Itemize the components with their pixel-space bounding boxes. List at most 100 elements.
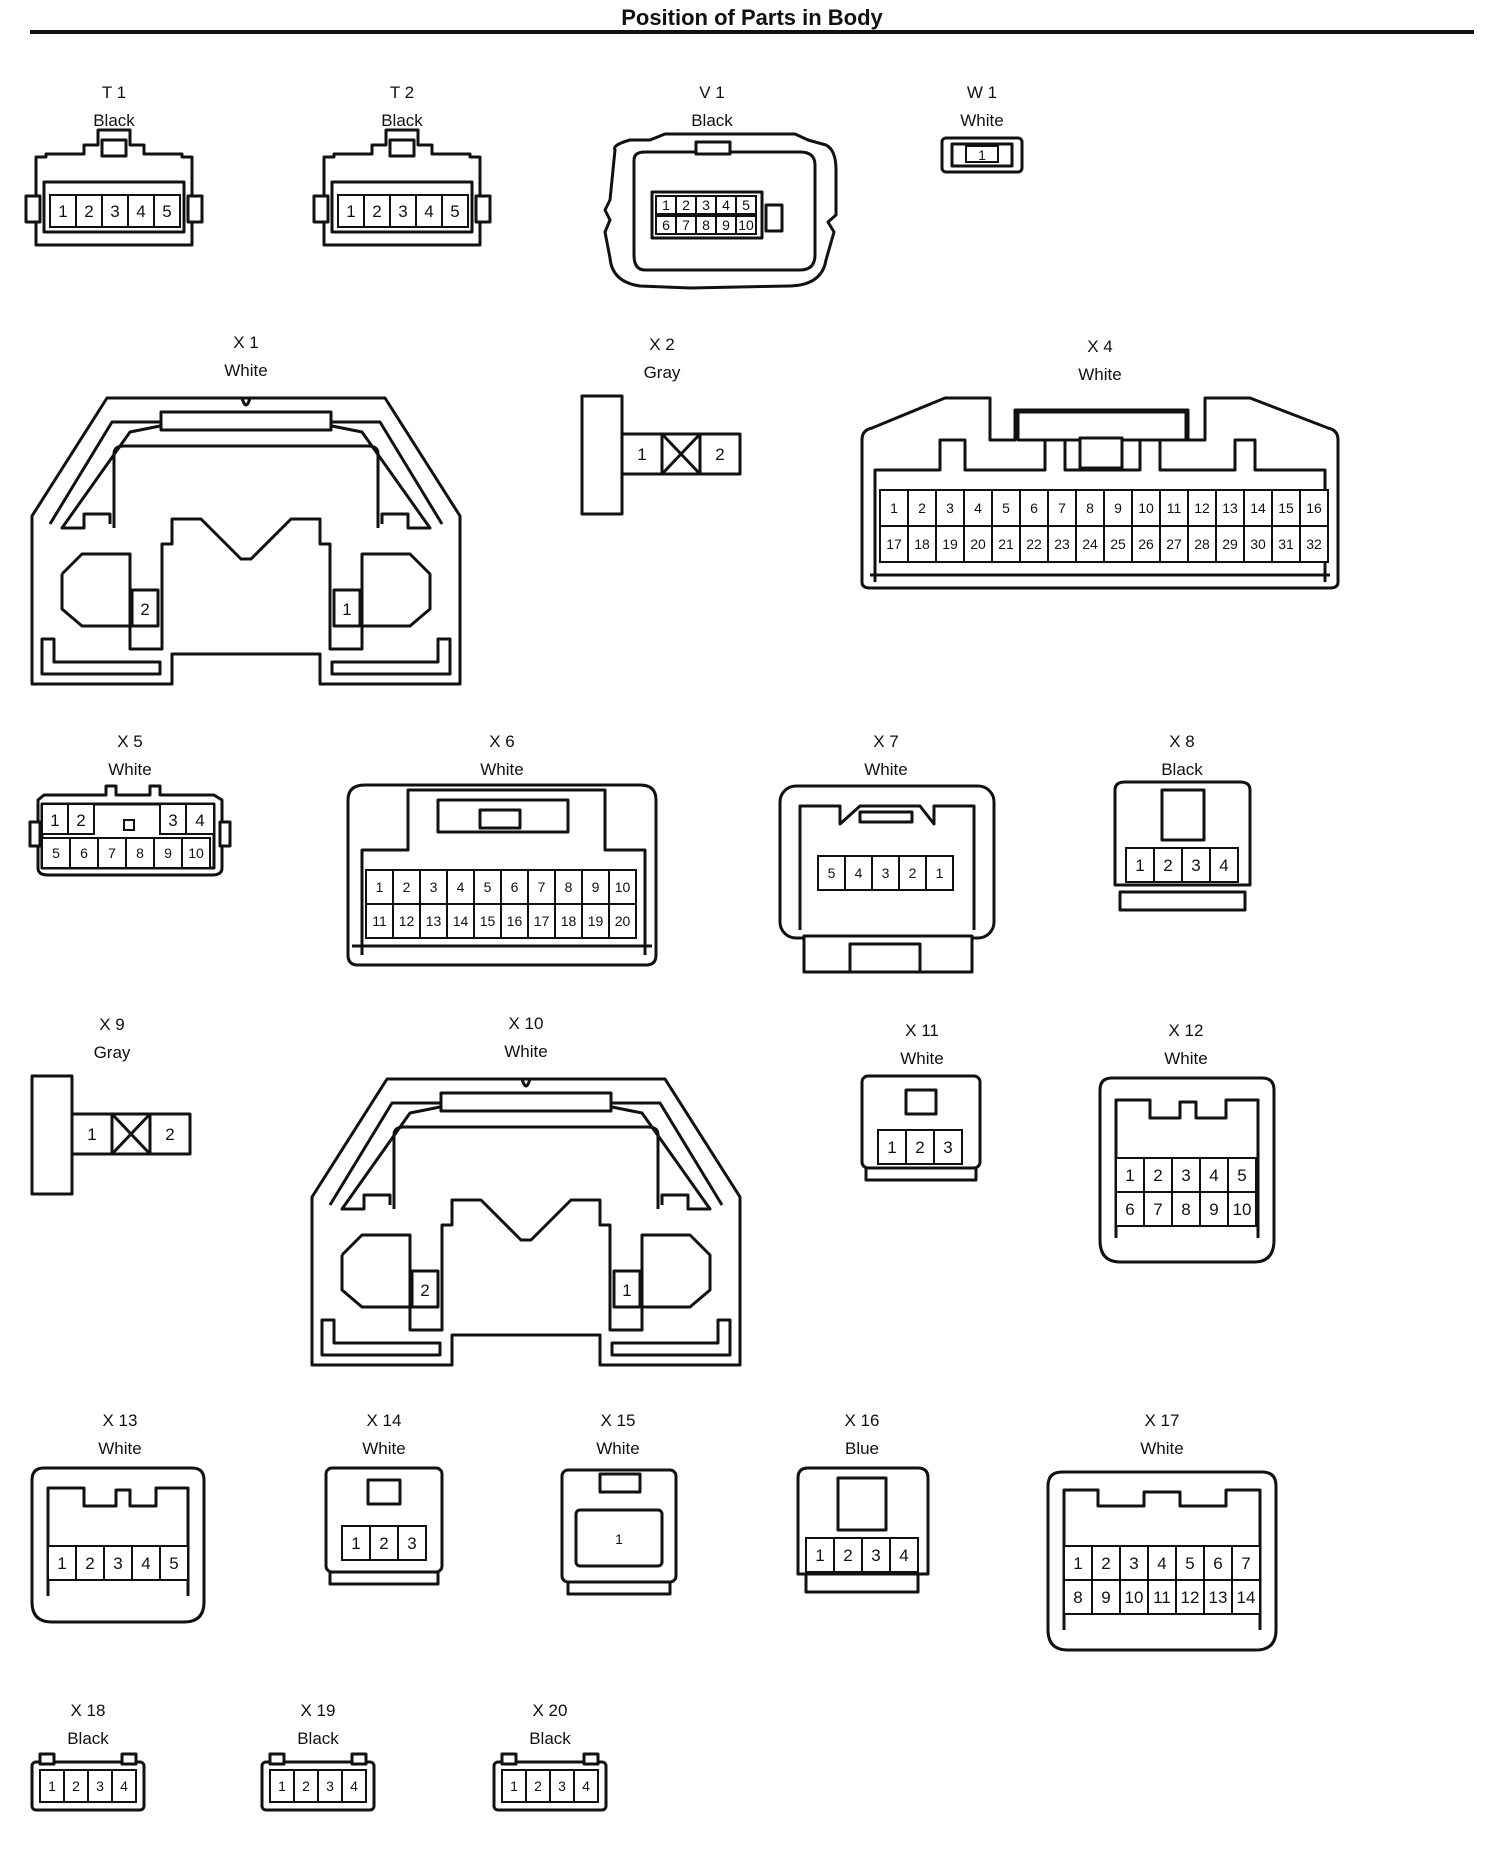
pin-number: 2 bbox=[682, 197, 690, 213]
pin-number: 3 bbox=[871, 1546, 880, 1565]
pin-cell bbox=[817, 855, 846, 891]
connector-color: White bbox=[108, 760, 151, 779]
pin-number: 3 bbox=[326, 1778, 334, 1794]
pin-number: 20 bbox=[615, 913, 631, 929]
latch-row bbox=[328, 1570, 440, 1586]
latch-tab bbox=[312, 194, 330, 224]
pin-cell bbox=[1227, 1157, 1257, 1193]
connector-name: X 8 bbox=[1169, 732, 1195, 751]
pin-number: 19 bbox=[588, 913, 604, 929]
pin-number: 19 bbox=[942, 536, 958, 552]
pin-number: 5 bbox=[484, 879, 492, 895]
pin-number: 3 bbox=[946, 500, 954, 516]
pin-number: 8 bbox=[565, 879, 573, 895]
pin-number: 1 bbox=[815, 1546, 824, 1565]
pin-number: 3 bbox=[113, 1554, 122, 1573]
pin-number: 4 bbox=[1219, 856, 1228, 875]
pin-number: 6 bbox=[511, 879, 519, 895]
top-slot bbox=[439, 1091, 613, 1113]
connector-color: Gray bbox=[94, 1043, 131, 1062]
flange bbox=[30, 1074, 74, 1196]
pin-cell bbox=[410, 1269, 440, 1309]
latch-tab bbox=[38, 1752, 56, 1766]
pin-number: 2 bbox=[1101, 1554, 1110, 1573]
inner-frame bbox=[392, 1125, 660, 1209]
pin-cell bbox=[41, 837, 71, 869]
pin-number: 1 bbox=[57, 1554, 66, 1573]
foot bbox=[320, 1318, 442, 1357]
lock-slot bbox=[388, 138, 416, 158]
pin-number: 8 bbox=[702, 217, 710, 233]
pin-number: 3 bbox=[398, 202, 407, 221]
connector-name: X 12 bbox=[1169, 1021, 1204, 1040]
pin-cell bbox=[441, 194, 469, 228]
latch-tab bbox=[350, 1752, 368, 1766]
pin-number: 12 bbox=[1194, 500, 1210, 516]
connector-name: X 9 bbox=[99, 1015, 125, 1034]
connector-color: Black bbox=[381, 111, 423, 130]
pin-number: 1 bbox=[1135, 856, 1144, 875]
pin-number: 9 bbox=[1209, 1200, 1218, 1219]
pin-cell bbox=[1231, 1545, 1261, 1581]
pin-number: 2 bbox=[76, 811, 85, 830]
pin-number: 8 bbox=[1073, 1588, 1082, 1607]
pin-number: 16 bbox=[507, 913, 523, 929]
pin-cell bbox=[337, 194, 365, 228]
pin-cell bbox=[933, 1129, 963, 1165]
pin-number: 10 bbox=[188, 845, 204, 861]
pin-number: 14 bbox=[1250, 500, 1266, 516]
pin-cell bbox=[415, 194, 443, 228]
pin-number: 23 bbox=[1054, 536, 1070, 552]
inner-rail bbox=[328, 1097, 482, 1211]
pin-number: 4 bbox=[424, 202, 433, 221]
inner-rail bbox=[290, 416, 444, 530]
pin-cell bbox=[501, 1769, 527, 1803]
latch-tab bbox=[24, 194, 42, 224]
pin-cell bbox=[75, 1545, 105, 1581]
connector-outline bbox=[30, 396, 462, 686]
pin-number: 1 bbox=[48, 1778, 56, 1794]
connector-color: Blue bbox=[845, 1439, 879, 1458]
pin-number: 1 bbox=[662, 197, 670, 213]
pin-cell bbox=[369, 1525, 399, 1561]
pin-number: 1 bbox=[890, 500, 898, 516]
pin-number: 6 bbox=[1030, 500, 1038, 516]
pin-cell bbox=[833, 1537, 863, 1573]
pin-number: 2 bbox=[403, 879, 411, 895]
pin-number: 3 bbox=[110, 202, 119, 221]
pin-number: 2 bbox=[715, 445, 724, 464]
connector-name: V 1 bbox=[699, 83, 725, 102]
pin-number: 4 bbox=[855, 865, 863, 881]
pin-number: 3 bbox=[1129, 1554, 1138, 1573]
pin-cell bbox=[269, 1769, 295, 1803]
pin-number: 1 bbox=[376, 879, 384, 895]
pin-number: 1 bbox=[58, 202, 67, 221]
pin-cell bbox=[581, 903, 610, 939]
pin-cell bbox=[131, 1545, 161, 1581]
top-slot bbox=[1016, 410, 1188, 442]
connector-name: X 1 bbox=[233, 333, 259, 352]
connector-name: X 17 bbox=[1145, 1411, 1180, 1430]
pin-number: 2 bbox=[534, 1778, 542, 1794]
pin-number: 2 bbox=[372, 202, 381, 221]
pin-cell bbox=[1231, 1579, 1261, 1615]
connector-color: White bbox=[98, 1439, 141, 1458]
pin-number: 2 bbox=[379, 1534, 388, 1553]
pin-number: 10 bbox=[1138, 500, 1154, 516]
inner-frame bbox=[798, 804, 976, 930]
pin-number: 6 bbox=[662, 217, 670, 233]
pin-number: 1 bbox=[351, 1534, 360, 1553]
pin-number: 11 bbox=[372, 913, 387, 929]
connector-color: White bbox=[864, 760, 907, 779]
pin-number: 7 bbox=[1153, 1200, 1162, 1219]
pin-number: 8 bbox=[1181, 1200, 1190, 1219]
pin-number: 16 bbox=[1306, 500, 1322, 516]
